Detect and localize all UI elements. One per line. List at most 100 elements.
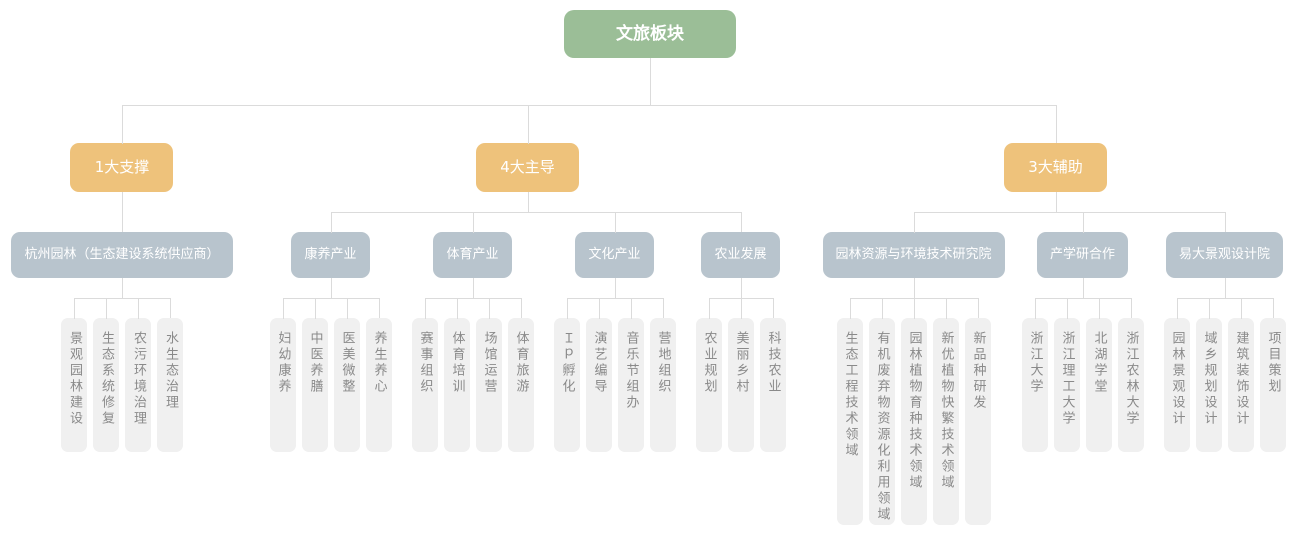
tree-cell: 农业规划 bbox=[693, 298, 726, 452]
leaf-node: 体育培训 bbox=[443, 318, 470, 452]
group-node-agriculture: 农业发展 bbox=[701, 232, 780, 278]
groups-row: 康养产业 妇幼康养 中医养膳 医美微整 养生养心 体育产业 赛事组织 bbox=[260, 192, 796, 452]
group-node-hangzhou-gardens: 杭州园林（生态建设系统供应商） bbox=[11, 232, 233, 278]
tree-cell: 浙江农林大学 bbox=[1114, 298, 1147, 452]
leaf-node: 建筑装饰设计 bbox=[1227, 318, 1254, 452]
leaf-node: 园林景观设计 bbox=[1163, 318, 1190, 452]
leaves-row: 园林景观设计 域乡规划设计 建筑装饰设计 项目策划 bbox=[1161, 278, 1289, 452]
branch-node-leading: 4大主导 bbox=[476, 143, 579, 192]
tree-root-row: 文旅板块 1大支撑 杭州园林（生态建设系统供应商） 景观园林建设 生态系统修复 … bbox=[0, 10, 1300, 525]
group-node-sports-industry: 体育产业 bbox=[433, 232, 512, 278]
leaf-node: 体育旅游 bbox=[507, 318, 534, 452]
tree-cell: 园林植物育种技术领域 bbox=[897, 298, 931, 525]
tree-cell: 音乐节组办 bbox=[614, 298, 648, 452]
leaves-row: Ｉｐ孵化 演艺编导 音乐节组办 营地组织 bbox=[551, 278, 679, 452]
tree-cell: 浙江大学 bbox=[1019, 298, 1052, 452]
tree-cell: 园林资源与环境技术研究院 生态工程技术领域 有机废弃物资源化利用领域 园林植物育… bbox=[816, 212, 1013, 525]
tree-cell: 医美微整 bbox=[330, 298, 364, 452]
leaf-node: 域乡规划设计 bbox=[1195, 318, 1222, 452]
leaf-node: 生态工程技术领域 bbox=[836, 318, 863, 525]
leaf-node: 水生态治理 bbox=[156, 318, 183, 452]
leaves-row: 赛事组织 体育培训 场馆运营 体育旅游 bbox=[409, 278, 537, 452]
branch-node-support: 1大支撑 bbox=[70, 143, 174, 192]
tree-cell: 北湖学堂 bbox=[1082, 298, 1116, 452]
group-node-research-institute: 园林资源与环境技术研究院 bbox=[822, 232, 1005, 278]
groups-row: 园林资源与环境技术研究院 生态工程技术领域 有机废弃物资源化利用领域 园林植物育… bbox=[816, 192, 1296, 525]
tree-cell: 场馆运营 bbox=[472, 298, 506, 452]
leaf-node: 浙江农林大学 bbox=[1117, 318, 1144, 452]
leaf-node: 养生养心 bbox=[365, 318, 392, 452]
leaves-row: 农业规划 美丽乡村 科技农业 bbox=[693, 278, 789, 452]
tree-cell: 新优植物快繁技术领域 bbox=[929, 298, 963, 525]
leaf-node: 生态系统修复 bbox=[92, 318, 119, 452]
leaf-node: 浙江大学 bbox=[1021, 318, 1048, 452]
tree-cell: 美丽乡村 bbox=[724, 298, 758, 452]
tree-cell: 杭州园林（生态建设系统供应商） 景观园林建设 生态系统修复 农污环境治理 水生态… bbox=[4, 212, 239, 452]
group-node-industry-academia: 产学研合作 bbox=[1037, 232, 1129, 278]
tree-cell: 4大主导 康养产业 妇幼康养 中医养膳 医美微整 养生养心 bbox=[249, 105, 807, 452]
leaf-node: 新优植物快繁技术领域 bbox=[932, 318, 959, 525]
tree-cell: 建筑装饰设计 bbox=[1224, 298, 1258, 452]
tree-cell: 文旅板块 1大支撑 杭州园林（生态建设系统供应商） 景观园林建设 生态系统修复 … bbox=[0, 10, 1300, 525]
tree-cell: 域乡规划设计 bbox=[1192, 298, 1226, 452]
leaf-node: 北湖学堂 bbox=[1085, 318, 1112, 452]
branch-node-auxiliary: 3大辅助 bbox=[1004, 143, 1107, 192]
leaf-node: 科技农业 bbox=[759, 318, 786, 452]
leaf-node: 农业规划 bbox=[695, 318, 722, 452]
tree-cell: 养生养心 bbox=[362, 298, 395, 452]
branches-row: 1大支撑 杭州园林（生态建设系统供应商） 景观园林建设 生态系统修复 农污环境治… bbox=[0, 58, 1300, 525]
leaf-node: Ｉｐ孵化 bbox=[553, 318, 580, 452]
leaves-row: 生态工程技术领域 有机废弃物资源化利用领域 园林植物育种技术领域 新优植物快繁技… bbox=[834, 278, 994, 525]
tree-cell: 3大辅助 园林资源与环境技术研究院 生态工程技术领域 有机废弃物资源化利用领域 … bbox=[805, 105, 1300, 525]
tree-cell: 1大支撑 杭州园林（生态建设系统供应商） 景观园林建设 生态系统修复 农污环境治… bbox=[0, 105, 251, 452]
leaf-node: 场馆运营 bbox=[475, 318, 502, 452]
tree-cell: 景观园林建设 bbox=[58, 298, 91, 452]
group-node-design-institute: 易大景观设计院 bbox=[1166, 232, 1284, 278]
tree-cell: 文化产业 Ｉｐ孵化 演艺编导 音乐节组办 营地组织 bbox=[543, 212, 687, 452]
leaf-node: 赛事组织 bbox=[411, 318, 438, 452]
leaf-node: 景观园林建设 bbox=[60, 318, 87, 452]
tree-cell: 营地组织 bbox=[646, 298, 679, 452]
tree-cell: 康养产业 妇幼康养 中医养膳 医美微整 养生养心 bbox=[260, 212, 403, 452]
tree-cell: 演艺编导 bbox=[582, 298, 616, 452]
tree-cell: 赛事组织 bbox=[409, 298, 442, 452]
root-node: 文旅板块 bbox=[564, 10, 736, 58]
tree-cell: 易大景观设计院 园林景观设计 域乡规划设计 建筑装饰设计 项目策划 bbox=[1153, 212, 1296, 452]
tree-cell: 科技农业 bbox=[756, 298, 789, 452]
tree-cell: 农业发展 农业规划 美丽乡村 科技农业 bbox=[685, 212, 796, 452]
leaf-node: 音乐节组办 bbox=[617, 318, 644, 452]
leaf-node: 有机废弃物资源化利用领域 bbox=[868, 318, 895, 525]
tree-cell: 项目策划 bbox=[1256, 298, 1289, 452]
leaf-node: 项目策划 bbox=[1259, 318, 1286, 452]
groups-row: 杭州园林（生态建设系统供应商） 景观园林建设 生态系统修复 农污环境治理 水生态… bbox=[4, 192, 239, 452]
tree-cell: 有机废弃物资源化利用领域 bbox=[865, 298, 899, 525]
leaf-node: 医美微整 bbox=[333, 318, 360, 452]
leaves-row: 景观园林建设 生态系统修复 农污环境治理 水生态治理 bbox=[58, 278, 186, 452]
group-node-culture-industry: 文化产业 bbox=[575, 232, 654, 278]
leaf-node: 妇幼康养 bbox=[269, 318, 296, 452]
leaf-node: 演艺编导 bbox=[585, 318, 612, 452]
tree-cell: 园林景观设计 bbox=[1161, 298, 1194, 452]
tree-cell: Ｉｐ孵化 bbox=[551, 298, 584, 452]
tree-cell: 产学研合作 浙江大学 浙江理工大学 北湖学堂 浙江农林大学 bbox=[1011, 212, 1155, 452]
tree-cell: 水生态治理 bbox=[153, 298, 186, 452]
tree-cell: 生态工程技术领域 bbox=[834, 298, 867, 525]
tree-cell: 体育培训 bbox=[440, 298, 474, 452]
leaf-node: 营地组织 bbox=[649, 318, 676, 452]
tree-cell: 体育旅游 bbox=[504, 298, 537, 452]
leaf-node: 美丽乡村 bbox=[727, 318, 754, 452]
leaf-node: 浙江理工大学 bbox=[1053, 318, 1080, 452]
leaves-row: 妇幼康养 中医养膳 医美微整 养生养心 bbox=[267, 278, 395, 452]
tree-cell: 新品种研发 bbox=[961, 298, 994, 525]
group-node-health-industry: 康养产业 bbox=[291, 232, 370, 278]
tree-cell: 浙江理工大学 bbox=[1050, 298, 1084, 452]
tree-cell: 中医养膳 bbox=[298, 298, 332, 452]
leaf-node: 园林植物育种技术领域 bbox=[900, 318, 927, 525]
tree-cell: 生态系统修复 bbox=[89, 298, 123, 452]
leaf-node: 中医养膳 bbox=[301, 318, 328, 452]
tree-cell: 妇幼康养 bbox=[267, 298, 300, 452]
tree-cell: 农污环境治理 bbox=[121, 298, 155, 452]
leaf-node: 农污环境治理 bbox=[124, 318, 151, 452]
tree-cell: 体育产业 赛事组织 体育培训 场馆运营 体育旅游 bbox=[401, 212, 545, 452]
leaves-row: 浙江大学 浙江理工大学 北湖学堂 浙江农林大学 bbox=[1019, 278, 1147, 452]
